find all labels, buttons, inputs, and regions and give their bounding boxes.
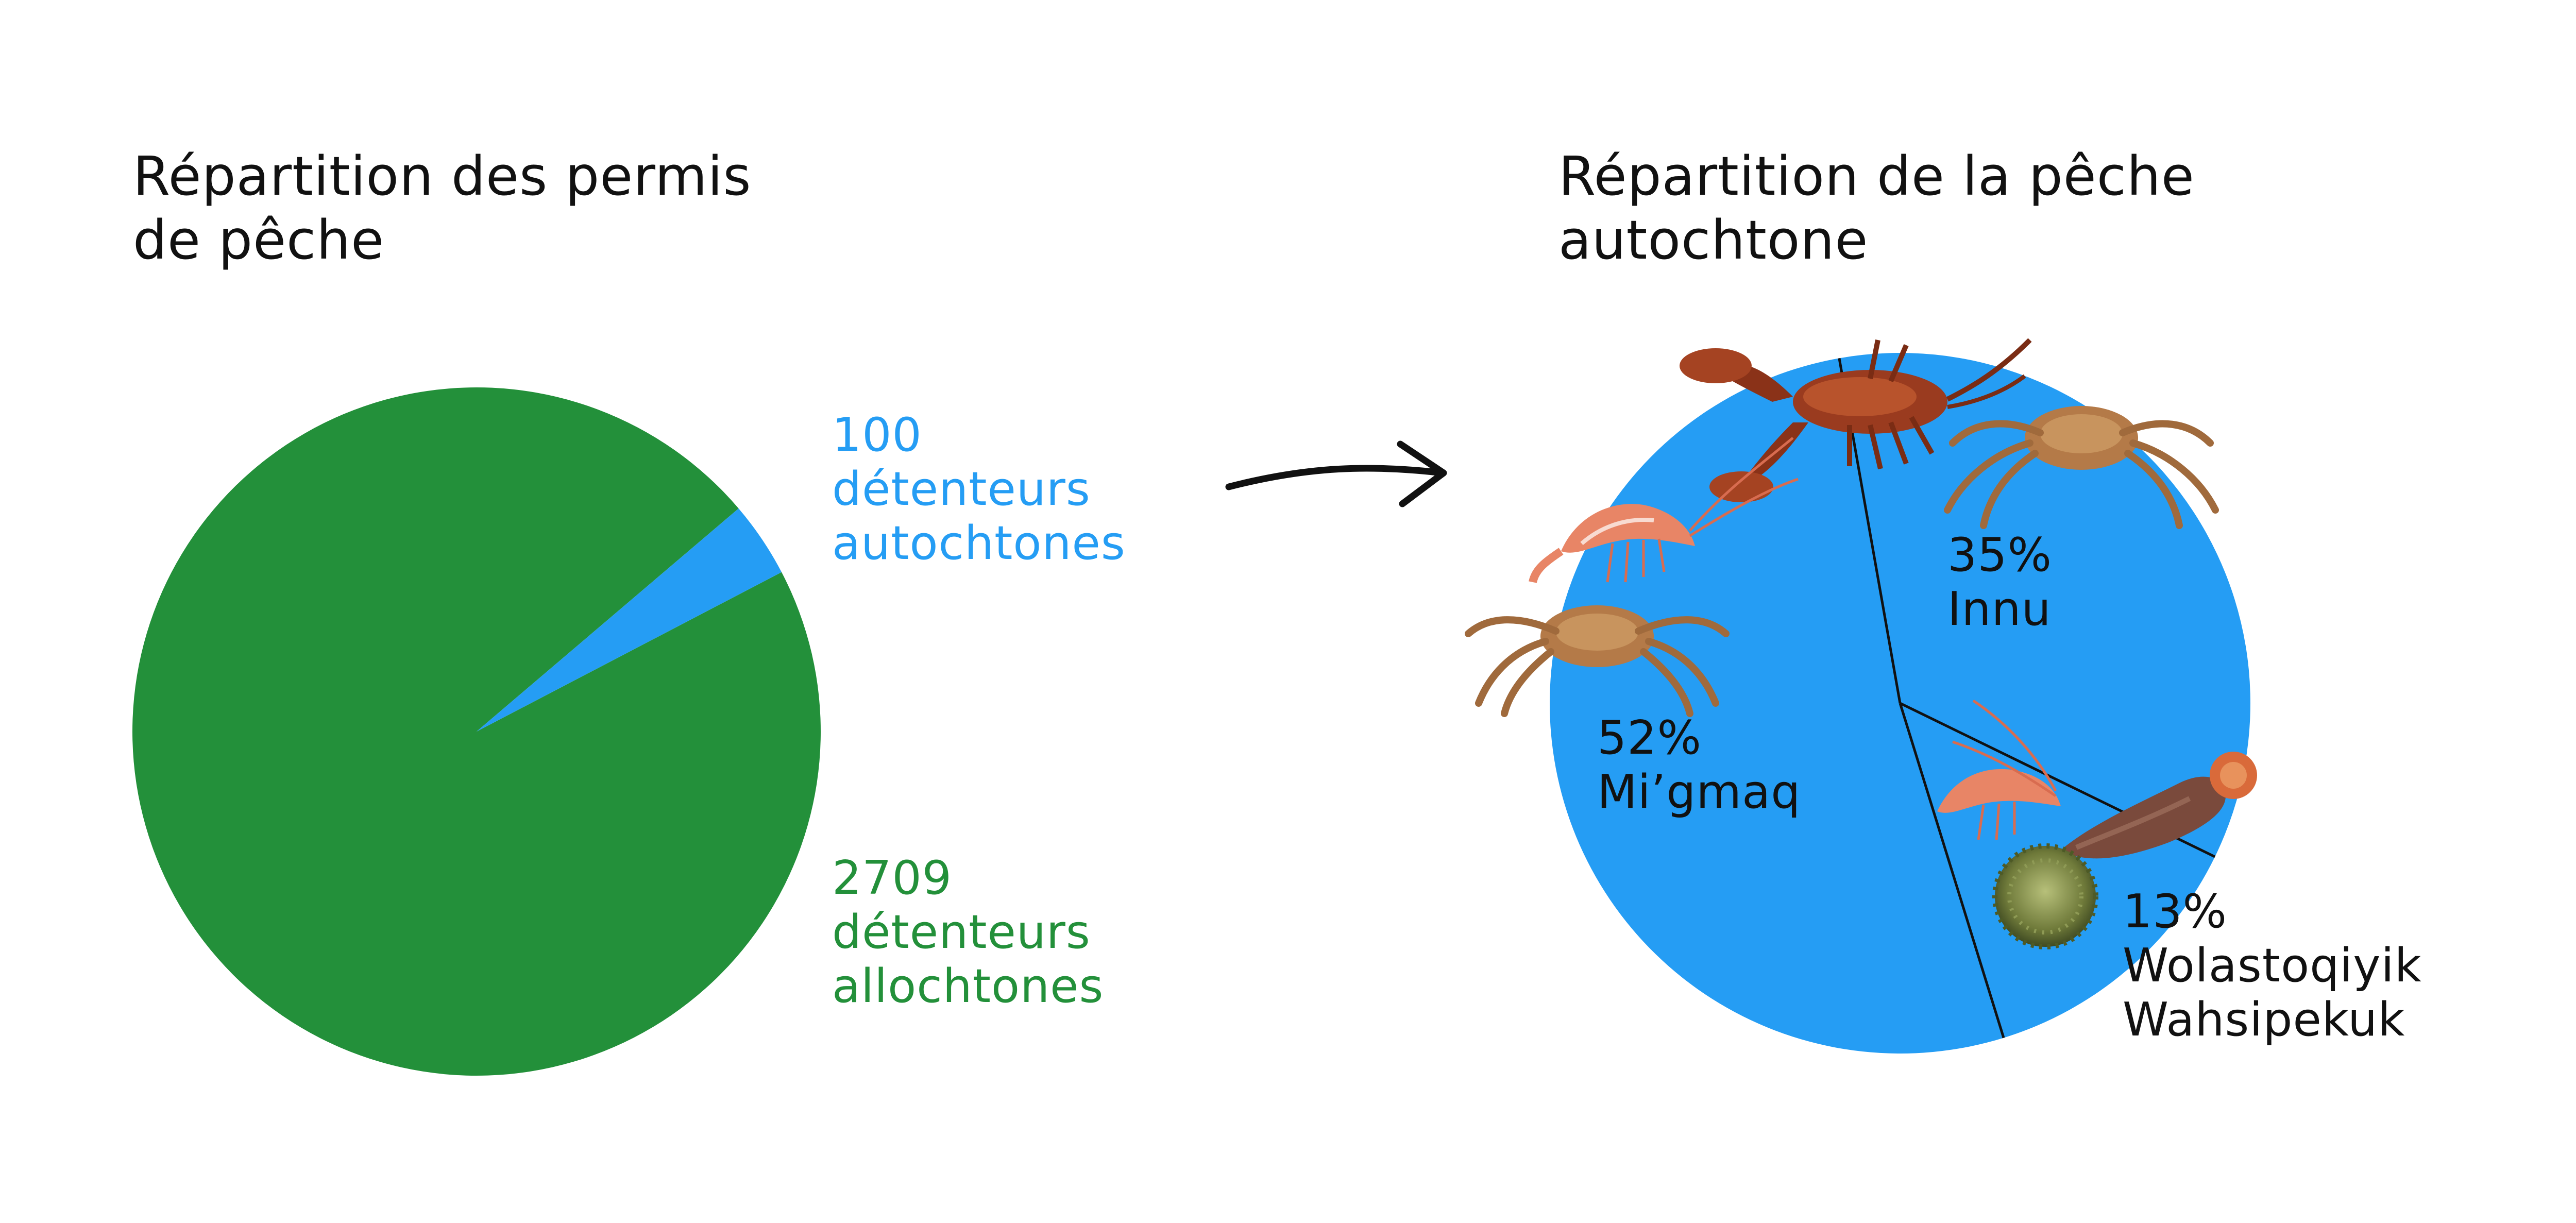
chart1-pie	[132, 387, 821, 1076]
chart1-label-allochtones: 2709 détenteurs allochtones	[832, 851, 1106, 1013]
chart2-label-innu: 35% Innu	[1947, 528, 2067, 636]
chart1-label-allochtones-line3: allochtones	[832, 959, 1104, 1013]
chart2-label-wolastoqiyik-line1: 13%	[2123, 885, 2227, 939]
chart1-label-autochtones: 100 détenteurs autochtones	[832, 408, 1126, 570]
lobster-icon	[1680, 338, 2032, 502]
chart1-label-autochtones-line2: détenteurs	[832, 462, 1091, 516]
chart2-label-wolastoqiyik-line3: Wahsipekuk	[2123, 993, 2405, 1047]
snow-crab-icon	[1465, 605, 1730, 717]
chart-indigenous-fishing: Répartition de la pêche autochtone	[1465, 145, 2437, 1054]
chart1-label-autochtones-line3: autochtones	[832, 516, 1126, 570]
chart2-label-innu-line2: Innu	[1947, 582, 2052, 636]
chart2-title: Répartition de la pêche autochtone	[1558, 145, 2212, 271]
chart2-label-migmaq: 52% Mi’gmaq	[1597, 711, 1801, 819]
chart2-label-migmaq-line1: 52%	[1597, 711, 1702, 765]
slice-innu	[1839, 352, 2250, 857]
sea-urchin-icon	[1992, 843, 2098, 949]
shrimp-icon	[1937, 699, 2061, 840]
chart2-label-wolastoqiyik: 13% Wolastoqiyik Wahsipekuk	[2123, 885, 2437, 1047]
slice-divider-3	[1899, 703, 2005, 1039]
chart1-label-allochtones-line2: détenteurs	[832, 905, 1091, 959]
chart2-title-line1: Répartition de la pêche	[1558, 145, 2195, 208]
chart-permits: Répartition des permis de pêche 100 déte…	[132, 145, 1126, 1076]
chart2-title-line2: autochtone	[1558, 209, 1868, 271]
chart1-label-autochtones-line1: 100	[832, 408, 922, 462]
chart2-label-innu-line1: 35%	[1947, 528, 2052, 582]
snow-crab-icon	[1944, 406, 2219, 529]
shrimp-icon	[1529, 437, 1799, 584]
slice-autochtones	[477, 508, 782, 732]
sea-cucumber-icon	[2061, 752, 2257, 859]
arrow-icon	[1225, 440, 1447, 507]
chart2-label-migmaq-line2: Mi’gmaq	[1597, 765, 1801, 819]
chart1-title-line1: Répartition des permis	[133, 145, 752, 208]
chart1-title-line2: de pêche	[133, 209, 384, 271]
chart1-label-allochtones-line1: 2709	[832, 851, 952, 905]
chart2-label-wolastoqiyik-line2: Wolastoqiyik	[2123, 939, 2422, 993]
chart1-title: Répartition des permis de pêche	[133, 145, 769, 271]
